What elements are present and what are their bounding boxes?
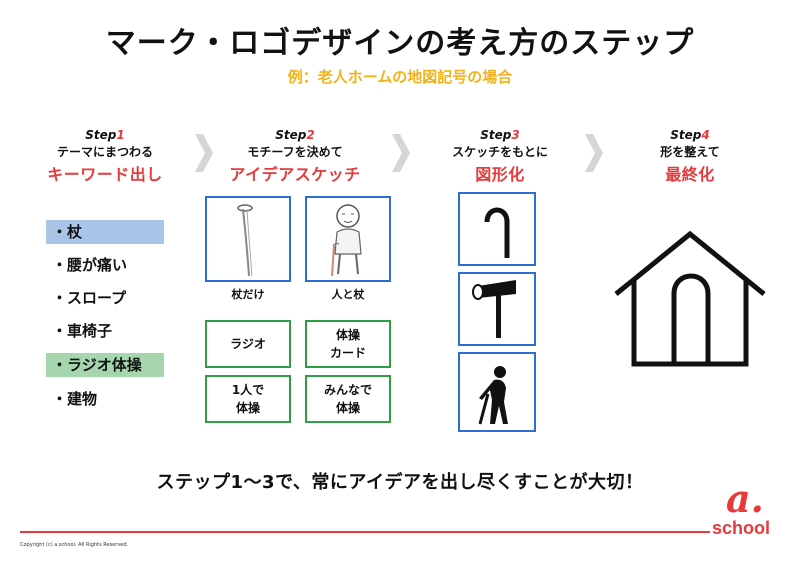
- idea-line: カード: [329, 346, 366, 360]
- house-cane-icon: [614, 230, 766, 367]
- step-description: スケッチをもとに: [452, 145, 548, 159]
- idea-line: 1人で: [231, 383, 265, 397]
- step-label: Step: [275, 128, 307, 142]
- step-label: Step: [670, 128, 702, 142]
- step-4-header: Step4 形を整えて 最終化: [610, 128, 770, 185]
- shape-card: [458, 272, 536, 346]
- sketch-caption: 杖だけ: [231, 288, 265, 301]
- step-1-header: Step1 テーマにまつわる キーワード出し: [30, 128, 180, 185]
- idea-card: みんなで体操: [305, 375, 391, 423]
- shape-card: [458, 352, 536, 432]
- shape-card: [458, 192, 536, 266]
- idea-line: みんなで: [323, 383, 372, 397]
- idea-line: 体操: [235, 401, 260, 415]
- logo-mark: a.: [726, 476, 764, 521]
- step-heading: 図形化: [475, 165, 525, 184]
- step-label: Step: [480, 128, 512, 142]
- sketch-caption: 人と杖: [331, 288, 365, 301]
- step-number: 4: [701, 128, 710, 142]
- idea-line: 体操: [335, 401, 360, 415]
- chevron-right-icon: [392, 134, 410, 172]
- chevron-right-icon: [195, 134, 213, 172]
- telescope-cane-icon: [472, 280, 516, 338]
- footer-divider: [20, 531, 710, 533]
- person-with-cane-sketch: [305, 196, 391, 282]
- keyword-item: ・スロープ: [52, 289, 127, 307]
- step-number: 3: [511, 128, 520, 142]
- chevron-right-icon: [585, 134, 603, 172]
- step-number: 1: [116, 128, 125, 142]
- cane-sketch-icon: [237, 204, 253, 277]
- step-3-header: Step3 スケッチをもとに 図形化: [420, 128, 580, 185]
- person-sketch-icon: [331, 204, 362, 277]
- keyword-item: ・腰が痛い: [52, 256, 128, 274]
- step-2-header: Step2 モチーフを決めて アイデアスケッチ: [210, 128, 380, 185]
- step-heading: 最終化: [665, 165, 715, 184]
- keyword-item: ・ラジオ体操: [46, 353, 164, 377]
- step-label: Step: [85, 128, 117, 142]
- idea-line: ラジオ: [230, 337, 266, 351]
- conclusion-text: ステップ1〜3で、常にアイデアを出し尽くすことが大切！: [156, 472, 644, 493]
- step-heading: アイデアスケッチ: [229, 165, 361, 184]
- cane-sketch: [205, 196, 291, 282]
- idea-card: ラジオ: [205, 320, 291, 368]
- logo-name: school: [712, 518, 771, 538]
- keyword-item: ・建物: [52, 390, 98, 408]
- page-subtitle: 例：老人ホームの地図記号の場合: [287, 68, 513, 86]
- step-description: モチーフを決めて: [247, 145, 343, 159]
- cane-icon: [484, 207, 510, 258]
- copyright-text: Copyright (c) a.school. All Rights Reser…: [20, 542, 129, 548]
- keyword-item: ・杖: [46, 220, 164, 244]
- idea-card: 1人で体操: [205, 375, 291, 423]
- step-heading: キーワード出し: [47, 165, 163, 184]
- step-description: 形を整えて: [660, 145, 720, 159]
- idea-line: 体操: [335, 328, 360, 342]
- step-description: テーマにまつわる: [56, 145, 153, 159]
- elderly-person-icon: [478, 366, 508, 425]
- keyword-item: ・車椅子: [52, 322, 113, 340]
- idea-card: 体操カード: [305, 320, 391, 368]
- page-title: マーク・ロゴデザインの考え方のステップ: [105, 26, 695, 61]
- step-number: 2: [306, 128, 315, 142]
